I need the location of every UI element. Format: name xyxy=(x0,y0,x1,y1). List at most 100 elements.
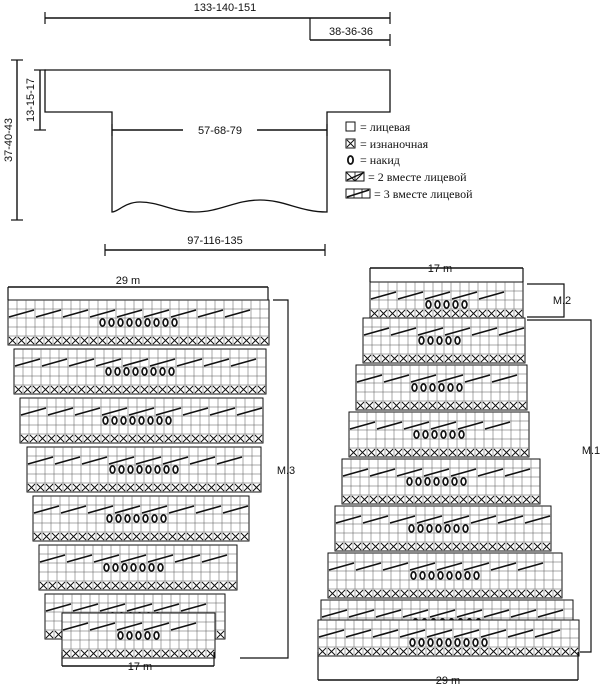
k3tog-stitch xyxy=(363,327,390,336)
k3tog-stitch xyxy=(484,421,511,430)
purl-stitch xyxy=(135,483,144,492)
purl-stitch xyxy=(367,448,376,457)
purl-stitch xyxy=(183,581,192,590)
k3tog-stitch xyxy=(417,327,444,336)
purl-stitch xyxy=(192,581,201,590)
purl-stitch xyxy=(376,448,385,457)
k3tog-stitch xyxy=(450,468,477,477)
yarn-over-stitch xyxy=(427,336,434,345)
purl-stitch xyxy=(516,647,525,656)
purl-stitch xyxy=(83,434,92,443)
chart-left-bottom-stitch-dimension: 17 m xyxy=(61,652,215,673)
k3tog-stitch xyxy=(20,407,47,416)
yarn-over-stitch xyxy=(156,416,163,425)
purl-stitch xyxy=(427,589,436,598)
purl-stitch xyxy=(84,581,93,590)
purl-stitch xyxy=(401,401,410,410)
purl-stitch xyxy=(143,649,152,658)
purl-stitch xyxy=(20,434,29,443)
sleeve-width-label: 38-36-36 xyxy=(329,26,373,38)
purl-stitch xyxy=(524,542,533,551)
k3tog-stitch xyxy=(174,554,201,563)
purl-stitch xyxy=(161,336,170,345)
yarn-over-stitch xyxy=(454,638,461,647)
yarn-over-stitch xyxy=(148,563,155,572)
k3tog-stitch xyxy=(147,554,174,563)
yarn-over-stitch xyxy=(422,430,429,439)
yarn-over-stitch xyxy=(428,571,435,580)
yarn-over-stitch xyxy=(415,477,422,486)
purl-stitch xyxy=(434,542,443,551)
yarn-over-stitch xyxy=(446,571,453,580)
purl-stitch xyxy=(57,581,66,590)
k3tog-stitch xyxy=(203,358,230,367)
k3tog-stitch xyxy=(68,358,95,367)
purl-stitch xyxy=(116,649,125,658)
purl-stitch xyxy=(513,495,522,504)
yarn-over-stitch xyxy=(130,563,137,572)
purl-stitch xyxy=(424,309,433,318)
purl-stitch xyxy=(132,532,141,541)
k3tog-stitch xyxy=(89,622,116,631)
yarn-over-stitch xyxy=(102,416,109,425)
yarn-over-stitch xyxy=(452,300,459,309)
k3tog-stitch xyxy=(39,554,66,563)
k3tog-stitch xyxy=(463,562,490,571)
yarn-over-stitch xyxy=(126,318,133,327)
legend-label-yarn-over: = накид xyxy=(360,153,400,167)
purl-stitch xyxy=(200,434,209,443)
purl-stitch xyxy=(182,434,191,443)
k3tog-stitch xyxy=(430,421,457,430)
purl-stitch xyxy=(390,354,399,363)
k3tog-stitch xyxy=(318,629,345,638)
k3tog-stitch xyxy=(369,468,396,477)
purl-stitch xyxy=(426,354,435,363)
k3tog-stitch xyxy=(504,468,531,477)
purl-stitch xyxy=(149,385,158,394)
k3tog-stitch xyxy=(62,622,89,631)
purl-stitch xyxy=(486,495,495,504)
purl-stitch xyxy=(482,401,491,410)
purl-stitch xyxy=(107,336,116,345)
purl-stitch xyxy=(140,385,149,394)
purl-stitch xyxy=(50,385,59,394)
legend-item-k2tog: = 2 вместе лицевой xyxy=(345,170,467,184)
purl-stitch xyxy=(499,589,508,598)
purl-stitch xyxy=(213,532,222,541)
purl-stitch xyxy=(515,542,524,551)
chart-left-top-stitch-dimension: 29 m xyxy=(7,275,269,300)
yarn-over-stitch xyxy=(117,631,124,640)
purl-stitch xyxy=(240,532,249,541)
purl-stitch xyxy=(453,354,462,363)
k3tog-stitch xyxy=(483,609,510,618)
yarn-over-stitch xyxy=(472,638,479,647)
yarn-over-stitch xyxy=(124,514,131,523)
purl-stitch xyxy=(77,385,86,394)
yarn-over-stitch xyxy=(445,638,452,647)
purl-stitch xyxy=(78,532,87,541)
yarn-over-stitch xyxy=(426,524,433,533)
k3tog-stitch xyxy=(477,468,504,477)
yarn-over-stitch xyxy=(163,465,170,474)
legend-label-knit: = лицевая xyxy=(360,120,411,134)
purl-stitch xyxy=(439,448,448,457)
purl-stitch xyxy=(490,589,499,598)
purl-stitch xyxy=(457,448,466,457)
purl-stitch xyxy=(466,448,475,457)
k3tog-stitch xyxy=(429,609,456,618)
purl-stitch xyxy=(489,647,498,656)
yarn-over-stitch xyxy=(445,336,452,345)
yarn-over-stitch xyxy=(418,638,425,647)
yarn-over-stitch xyxy=(103,563,110,572)
purl-stitch xyxy=(39,581,48,590)
purl-stitch xyxy=(75,581,84,590)
yarn-over-stitch xyxy=(411,383,418,392)
chart-left-top-stitch-label: 29 m xyxy=(116,275,140,287)
purl-stitch xyxy=(176,385,185,394)
yarn-over-stitch xyxy=(171,318,178,327)
chart-right-upper-bracket: M.2 xyxy=(527,283,571,318)
purl-stitch xyxy=(435,354,444,363)
k3tog-stitch xyxy=(141,505,168,514)
purl-stitch xyxy=(180,483,189,492)
purl-stitch xyxy=(27,483,36,492)
